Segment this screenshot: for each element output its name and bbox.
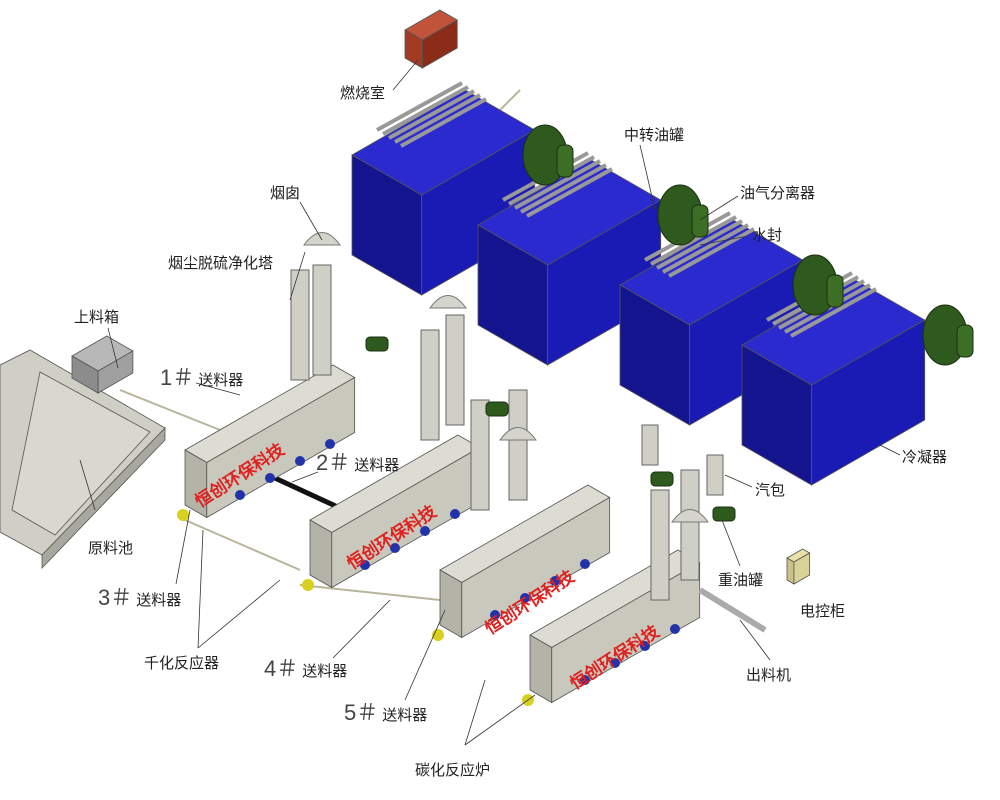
feeder-motor (177, 509, 189, 521)
feeder-motor (302, 579, 314, 591)
burner (325, 439, 335, 449)
burner (520, 593, 530, 603)
chimney-cap (303, 232, 341, 246)
label-feed-box: 上料箱 (74, 308, 119, 326)
label-raw-material-pool: 原料池 (88, 539, 133, 557)
label-control-cabinet: 电控柜 (800, 602, 845, 620)
condenser-tube (394, 93, 481, 144)
chimney (680, 469, 700, 581)
burner (580, 675, 590, 685)
condenser-tube (668, 227, 755, 278)
condenser-tube (376, 81, 463, 132)
condenser-tube (400, 97, 487, 148)
burner (640, 641, 650, 651)
label-feeder-2: 2＃送料器 (316, 450, 399, 475)
label-heavy-oil-tank: 重油罐 (718, 571, 763, 589)
steam-drum (706, 454, 724, 496)
heavy-oil-tank (650, 471, 674, 487)
label-feeder-5: 5＃送料器 (344, 700, 427, 725)
control-cabinet-front (793, 552, 811, 585)
burner (235, 490, 245, 500)
condenser-4-front (811, 319, 926, 486)
burner (360, 560, 370, 570)
raw-material-pool-edge (41, 427, 166, 569)
oil-gas-separator (956, 324, 974, 358)
condenser-tube (382, 85, 469, 136)
combustion-chamber-front (421, 19, 458, 69)
pipe (184, 519, 301, 571)
chimney (312, 264, 332, 376)
oil-gas-separator (691, 204, 709, 238)
label-carbonization-furnace: 碳化反应炉 (415, 761, 490, 779)
condenser-tube (388, 89, 475, 140)
desulfurization-tower (650, 489, 670, 601)
chimney-cap (499, 427, 537, 441)
label-oil-gas-separator: 油气分离器 (740, 184, 815, 202)
condenser-tube (662, 223, 749, 274)
heavy-oil-tank (712, 506, 736, 522)
condenser-tube (514, 159, 601, 210)
control-cabinet-side (786, 557, 795, 585)
equipment-shapes (0, 9, 974, 706)
heavy-oil-tank (365, 336, 389, 352)
label-water-seal: 水封 (752, 226, 782, 244)
label-drying-reactor: 千化反应器 (144, 654, 219, 672)
label-chimney: 烟囱 (270, 184, 300, 202)
burner (610, 658, 620, 668)
label-steam-drum: 汽包 (755, 481, 785, 499)
label-combustion-chamber: 燃烧室 (340, 84, 385, 102)
condenser-tube (650, 215, 737, 266)
oil-gas-separator (826, 274, 844, 308)
leader-lines (79, 59, 901, 746)
burner (670, 624, 680, 634)
label-feeder-1: 1＃送料器 (160, 365, 243, 390)
burner (450, 509, 460, 519)
label-feeder-4: 4＃送料器 (264, 656, 347, 681)
reactor-1-front (206, 376, 356, 519)
feed-box-front (97, 350, 134, 394)
reactor-3-front (461, 496, 611, 639)
label-discharger: 出料机 (746, 666, 791, 684)
chimney (445, 314, 465, 426)
label-feeder-3: 3＃送料器 (98, 585, 181, 610)
chimney-cap (429, 295, 467, 309)
burner (580, 559, 590, 569)
label-transfer-oil-tank: 中转油罐 (624, 126, 684, 144)
burner (265, 473, 275, 483)
steam-drum (641, 424, 659, 466)
desulfurization-tower (290, 269, 310, 381)
desulfurization-tower (420, 329, 440, 441)
label-desulfurization-tower: 烟尘脱硫净化塔 (168, 254, 273, 272)
desulfurization-tower (470, 399, 490, 511)
burner (390, 543, 400, 553)
discharger (698, 587, 767, 633)
raw-material-pool-inner (11, 371, 151, 536)
burner (420, 526, 430, 536)
burner (490, 610, 500, 620)
chimney (508, 389, 528, 501)
condenser-tube (656, 219, 743, 270)
heavy-oil-tank (485, 401, 509, 417)
chimney-cap (671, 509, 709, 523)
condenser-tube (520, 163, 607, 214)
burner (295, 456, 305, 466)
oil-gas-separator (556, 144, 574, 178)
burner (550, 576, 560, 586)
condenser-tube (526, 167, 613, 218)
pipe (299, 584, 441, 601)
label-condenser: 冷凝器 (902, 448, 947, 466)
condenser-tube (790, 287, 877, 338)
